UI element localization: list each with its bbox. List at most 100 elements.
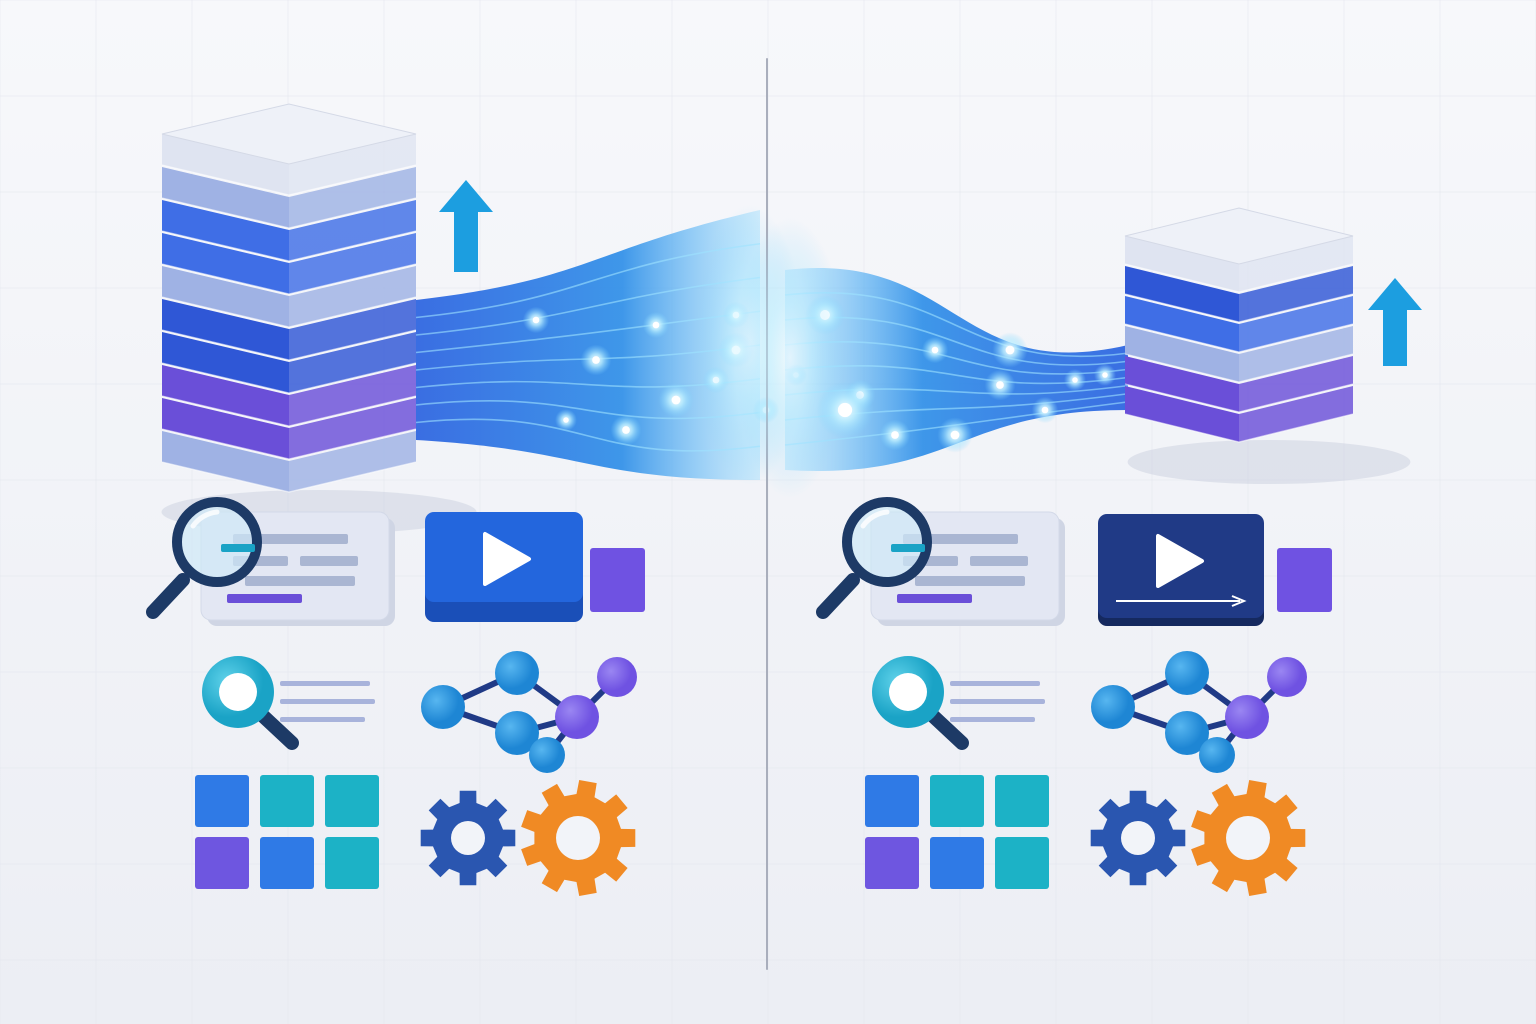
graph-node (421, 685, 465, 729)
graph-node (1165, 651, 1209, 695)
stack-layer (162, 398, 289, 459)
data-particle-core (563, 417, 569, 423)
stack-layer-side (289, 134, 416, 195)
stack-layer (162, 365, 289, 426)
tile (995, 775, 1049, 827)
stack-layer-side (289, 431, 416, 492)
magnifier-handle (146, 573, 190, 619)
document-search-icon (146, 497, 395, 626)
square-icon (590, 548, 645, 612)
stack-layer (1125, 266, 1239, 322)
up-arrow-icon (439, 180, 493, 272)
graph-node (1091, 685, 1135, 729)
tile (865, 837, 919, 889)
stack-top-face (161, 103, 417, 165)
data-stream-line (784, 316, 1129, 366)
stack-layer (1125, 326, 1239, 382)
stack-layer (162, 134, 289, 195)
layer-stack-icon (161, 103, 417, 493)
tile (930, 775, 984, 827)
gears-icon (1090, 780, 1306, 896)
tile (930, 837, 984, 889)
data-particle-core (671, 395, 681, 405)
network-graph-icon (1091, 651, 1307, 773)
graph-node (529, 737, 565, 773)
graph-node (555, 695, 599, 739)
stack-layer-side (1239, 236, 1353, 292)
stack-top-face (1124, 207, 1354, 265)
panel-divider (766, 58, 768, 970)
video-play-icon (425, 512, 583, 622)
data-particle-core (592, 356, 600, 364)
layer-stack-icon (1124, 207, 1354, 443)
stack-layer-side (289, 398, 416, 459)
graph-node (1267, 657, 1307, 697)
stack-layer (162, 332, 289, 393)
stack-layer-side (289, 365, 416, 426)
stack-layer-side (289, 167, 416, 228)
stack-layer-side (289, 299, 416, 360)
data-particle-core (652, 321, 660, 329)
data-particle-core (950, 430, 960, 440)
stack-layer (1125, 356, 1239, 412)
stack-layer (1125, 386, 1239, 442)
panel-scene-right (735, 207, 1422, 896)
play-triangle (483, 532, 531, 586)
stack-layer-side (1239, 266, 1353, 322)
stack-layer-side (1239, 296, 1353, 352)
stack-layer-side (1239, 326, 1353, 382)
tile (260, 775, 314, 827)
stack-shadow (1127, 440, 1411, 484)
stream-glow (735, 217, 845, 498)
data-stream-line (784, 291, 1129, 358)
tile (195, 837, 249, 889)
data-particle-core (1102, 372, 1108, 378)
data-stream-line (415, 242, 761, 319)
stack-layer-side (289, 332, 416, 393)
tile (865, 775, 919, 827)
video-progress-arrow (1231, 595, 1247, 607)
tile-grid-icon (195, 775, 379, 889)
graph-node (1225, 695, 1269, 739)
square-icon (1277, 548, 1332, 612)
stack-layer-side (289, 266, 416, 327)
video-play-icon (1098, 514, 1264, 626)
data-particle-core (931, 346, 939, 354)
play-triangle (1156, 534, 1204, 588)
magnifier-handle (816, 573, 860, 619)
graph-node (495, 711, 539, 755)
panel-left (146, 103, 807, 896)
panel-scene-left (146, 103, 807, 896)
search-list-icon (202, 656, 375, 750)
gears-icon (420, 780, 636, 896)
stack-layer-side (289, 233, 416, 294)
up-arrow-icon (1368, 278, 1422, 366)
tile (260, 837, 314, 889)
data-stream-icon (735, 217, 1129, 498)
stack-layer (162, 200, 289, 261)
search-list-icon (872, 656, 1045, 750)
stack-layer-side (1239, 356, 1353, 412)
data-stream-line (415, 400, 761, 420)
graph-node (1199, 737, 1235, 773)
tile (195, 775, 249, 827)
document-search-icon (816, 497, 1065, 626)
graph-node (1165, 711, 1209, 755)
data-particle-core (1005, 345, 1015, 355)
tile (325, 775, 379, 827)
stack-layer-side (1239, 386, 1353, 442)
stack-layer (1125, 296, 1239, 352)
data-particle-core (1041, 406, 1049, 414)
network-graph-icon (421, 651, 637, 773)
stack-layer (162, 233, 289, 294)
tile (325, 837, 379, 889)
stack-layer (162, 266, 289, 327)
panel-right (735, 0, 1536, 1024)
data-particle-core (996, 381, 1004, 389)
stack-layer (1125, 236, 1239, 292)
data-particle-core (622, 426, 630, 434)
data-particle-core (891, 431, 899, 439)
tile-grid-icon (865, 775, 1049, 889)
stack-layer (162, 431, 289, 492)
